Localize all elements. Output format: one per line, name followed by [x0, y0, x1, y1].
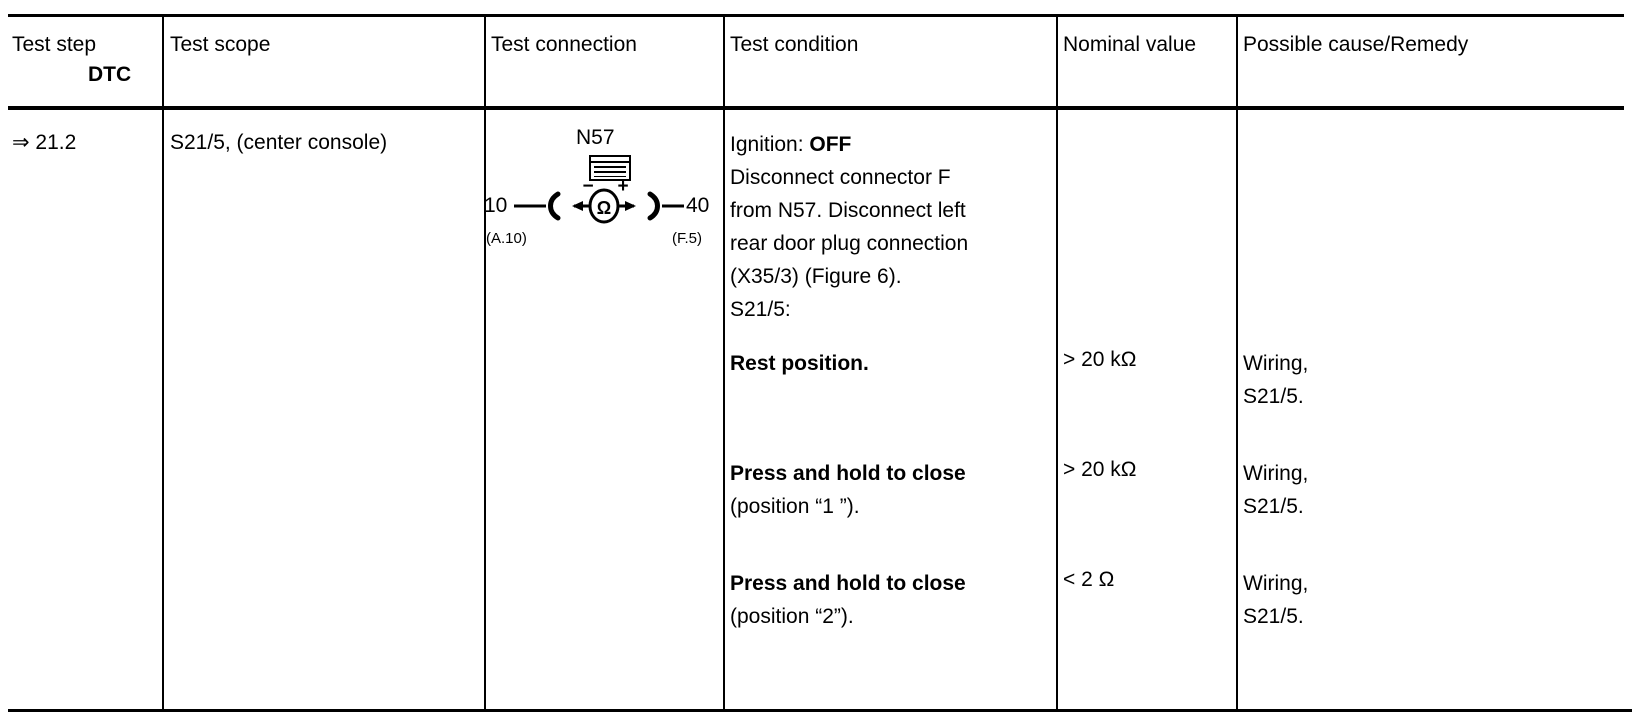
- measurement-nominal-2: > 20 kΩ: [1063, 458, 1137, 481]
- measurement-nominal-1: > 20 kΩ: [1063, 348, 1137, 371]
- condition-line: (X35/3) (Figure 6).: [730, 265, 902, 288]
- column-divider-5: [1236, 16, 1238, 710]
- header-nominal-value: Nominal value: [1063, 33, 1197, 56]
- header-dtc: DTC: [88, 63, 132, 86]
- measurement-condition-sub: (position “2”).: [730, 605, 854, 628]
- column-divider-1: [162, 16, 164, 710]
- header-test-scope: Test scope: [170, 33, 271, 56]
- condition-line: from N57. Disconnect left: [730, 199, 966, 222]
- condition-line: Ignition: OFF: [730, 128, 1050, 161]
- cell-test-condition-intro: Ignition: OFF Disconnect connector F fro…: [730, 128, 1050, 326]
- remedy-line: S21/5.: [1243, 385, 1304, 408]
- module-label-n57: N57: [576, 126, 615, 149]
- connector-pins: [594, 166, 626, 177]
- pin-label-left: 10: [484, 194, 508, 217]
- remedy-line: Wiring,: [1243, 352, 1309, 375]
- remedy-line: S21/5.: [1243, 605, 1304, 628]
- condition-line-text: Ignition:: [730, 133, 810, 156]
- measurement-condition-bold: Rest position.: [730, 352, 869, 375]
- svg-text:−: −: [582, 176, 593, 197]
- measurement-remedy-2: Wiring, S21/5.: [1243, 457, 1308, 523]
- cell-test-scope: S21/5, (center console): [170, 131, 388, 154]
- condition-line: Disconnect connector F: [730, 166, 951, 189]
- column-divider-3: [723, 16, 725, 710]
- pin-sublabel-right: (F.5): [672, 230, 702, 247]
- table-bottom-rule: [8, 709, 1632, 712]
- measurement-nominal-3: < 2 Ω: [1063, 568, 1115, 591]
- header-test-connection: Test connection: [491, 33, 637, 56]
- column-divider-2: [484, 16, 486, 710]
- svg-text:Ω: Ω: [597, 198, 611, 218]
- measurement-condition-bold: Press and hold to close: [730, 572, 966, 595]
- condition-line: rear door plug connection: [730, 232, 969, 255]
- pin-sublabel-left: (A.10): [486, 230, 527, 247]
- measurement-condition-bold: Press and hold to close: [730, 462, 966, 485]
- remedy-line: S21/5.: [1243, 495, 1304, 518]
- cell-test-connection-diagram: N57 Ω − +: [484, 122, 723, 272]
- condition-line-bold: OFF: [809, 133, 852, 156]
- condition-line: S21/5:: [730, 298, 791, 321]
- svg-text:+: +: [617, 176, 628, 197]
- measurement-condition-2: Press and hold to close (position “1 ”).: [730, 457, 966, 523]
- table-top-rule: [8, 14, 1624, 17]
- measurement-remedy-1: Wiring, S21/5.: [1243, 347, 1308, 413]
- measurement-remedy-3: Wiring, S21/5.: [1243, 567, 1308, 633]
- column-divider-4: [1056, 16, 1058, 710]
- cell-test-step: ⇒ 21.2: [12, 131, 77, 154]
- remedy-line: Wiring,: [1243, 462, 1309, 485]
- measurement-condition-1: Rest position.: [730, 347, 869, 380]
- header-possible-cause: Possible cause/Remedy: [1243, 33, 1469, 56]
- pin-label-right: 40: [686, 194, 710, 217]
- measurement-condition-3: Press and hold to close (position “2”).: [730, 567, 966, 633]
- connector-band: [591, 161, 629, 163]
- table-header-separator: [8, 106, 1624, 110]
- connector-matrix-icon: [589, 155, 631, 181]
- header-test-condition: Test condition: [730, 33, 859, 56]
- remedy-line: Wiring,: [1243, 572, 1309, 595]
- header-test-step: Test step: [12, 33, 97, 56]
- ohmmeter-circuit-svg: Ω − +: [514, 176, 684, 224]
- measurement-condition-sub: (position “1 ”).: [730, 495, 860, 518]
